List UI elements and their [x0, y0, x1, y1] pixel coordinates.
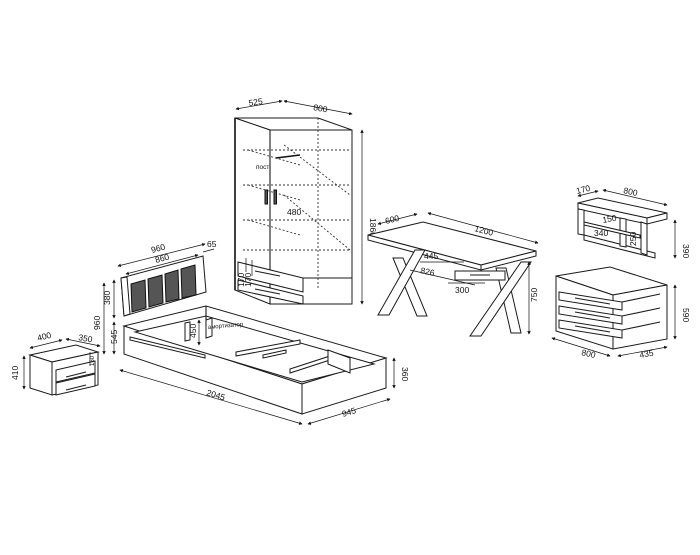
headboard	[112, 243, 215, 319]
headboard-thickness-label: 65	[207, 239, 217, 249]
bed-total-height-label: 960	[92, 316, 102, 330]
bed-side-height-label: 545	[109, 330, 119, 344]
bed-rail-label: 360	[400, 367, 410, 381]
dresser	[551, 266, 677, 358]
wardrobe	[234, 99, 364, 305]
dresser-width-label: 800	[581, 347, 597, 360]
wardrobe-drawer-b-label: 170	[243, 273, 253, 287]
nightstand-height-label: 410	[10, 366, 20, 380]
wardrobe-width-label: 800	[313, 102, 329, 114]
shelf-top-label: 150	[602, 213, 618, 225]
desk-inner-depth-label: 445	[424, 251, 438, 261]
shelf-inner-label: 340	[594, 228, 608, 238]
desk-drawer-label: 300	[455, 285, 469, 295]
headboard-inner-label: 860	[154, 252, 171, 265]
bed-length-label: 2045	[205, 387, 226, 402]
bed-inner-label: 450	[188, 324, 198, 338]
hanger-rail-label: пост	[256, 164, 269, 171]
headboard-outer-label: 960	[150, 242, 167, 255]
desk-width-label: 1200	[473, 223, 494, 238]
bed	[102, 282, 396, 425]
shelf-width-label: 800	[623, 185, 639, 198]
nightstand-drawer-label: 150	[90, 355, 96, 366]
desk-inner-width-label: 826	[420, 265, 436, 278]
dresser-depth-label: 435	[639, 348, 655, 360]
wall-shelf	[577, 188, 677, 259]
desk-depth-label: 600	[384, 213, 400, 226]
nightstand-depth-label: 350	[78, 332, 94, 344]
desk	[367, 212, 539, 337]
shelf-inner-h-label: 250	[628, 232, 638, 246]
nightstand-width-label: 400	[36, 330, 52, 343]
bed-width-label: 945	[341, 405, 358, 419]
wardrobe-shelf-label: 480	[287, 207, 301, 217]
dresser-height-label: 590	[681, 308, 691, 322]
shock-absorber-label: амортизатор	[208, 322, 244, 331]
headboard-height-label: 380	[102, 291, 112, 305]
wardrobe-drawer-a-label: 170	[236, 273, 246, 287]
shelf-height-label: 390	[681, 244, 691, 258]
shelf-depth-label: 170	[575, 183, 591, 196]
wardrobe-depth-label: 525	[248, 96, 264, 108]
nightstand	[22, 337, 101, 396]
wardrobe-height-label: 1860	[368, 218, 378, 237]
desk-height-label: 750	[529, 288, 539, 302]
